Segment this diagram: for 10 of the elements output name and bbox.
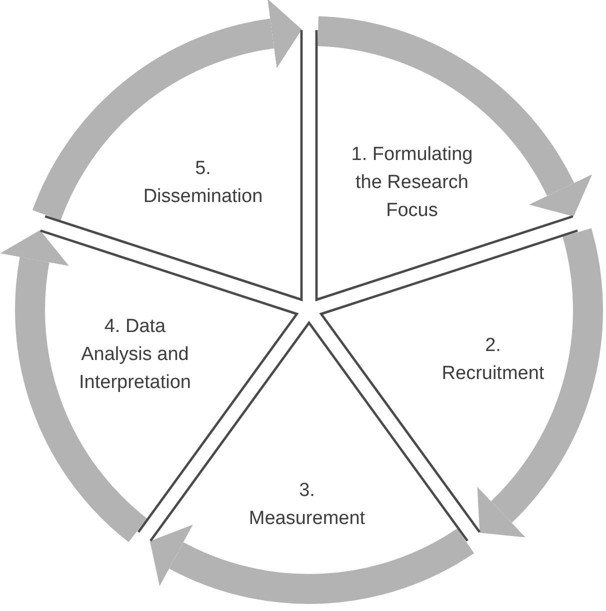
segment-label: 1. Formulating the Research Focus — [350, 143, 474, 223]
cycle-arrow — [0, 230, 148, 542]
segment-label: 5. Dissemination — [142, 157, 264, 209]
cycle-arrow — [476, 229, 603, 536]
cycle-arrow — [316, 16, 592, 216]
segment-label: 4. Data Analysis and Interpretation — [78, 315, 192, 395]
cycle-arrow — [149, 524, 474, 604]
cycle-arrow — [32, 0, 302, 222]
segment-label: 3. Measurement — [248, 479, 366, 531]
segment-label: 2. Recruitment — [440, 334, 546, 386]
